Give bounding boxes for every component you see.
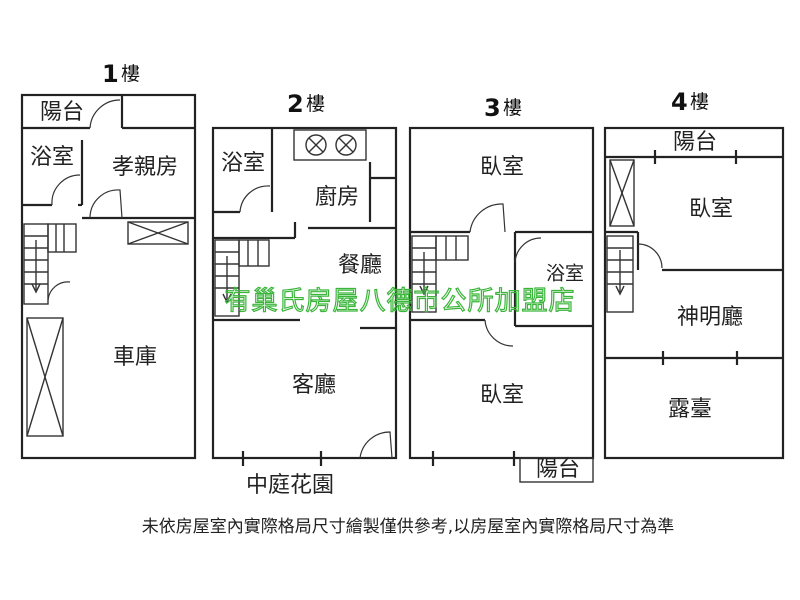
floor-word: 樓 <box>503 97 522 119</box>
door-swing <box>469 203 506 233</box>
door-swing <box>484 319 514 347</box>
floor-2-outline <box>211 126 398 460</box>
door-swing <box>89 99 121 129</box>
room-bedroom: 臥室 <box>689 197 733 222</box>
room-balcony: 陽台 <box>536 457 580 482</box>
door-swing <box>47 281 71 301</box>
floor-3-plan: 臥室 浴室 臥室 陽台 <box>408 126 595 483</box>
floor-2-plan: 浴室 廚房 餐廳 客廳 中庭花園 <box>211 126 398 498</box>
room-dining: 餐廳 <box>338 253 382 278</box>
door-swing <box>637 243 663 269</box>
room-living: 客廳 <box>292 373 336 398</box>
staircase <box>214 239 270 317</box>
room-courtyard-garden: 中庭花園 <box>246 473 334 498</box>
storage-box <box>26 317 64 437</box>
door-swing <box>51 174 81 206</box>
storage-box <box>609 159 635 227</box>
watermark-text: 有巢氏房屋八德市公所加盟店 <box>224 287 575 317</box>
door-swing <box>89 189 123 219</box>
room-balcony: 陽台 <box>40 100 84 125</box>
room-kitchen: 廚房 <box>315 185 359 210</box>
floor-3-outline <box>408 126 595 460</box>
room-bathroom: 浴室 <box>30 145 74 170</box>
floor-label-1: 1 樓 <box>102 60 140 88</box>
burner <box>305 134 327 156</box>
floor-4-plan: 陽台 臥室 神明廳 露臺 <box>603 126 785 460</box>
disclaimer-note: 未依房屋室內實際格局尺寸繪製僅供參考,以房屋室內實際格局尺寸為準 <box>142 517 674 537</box>
staircase <box>23 223 77 305</box>
door-swing <box>239 185 271 213</box>
staircase <box>606 235 634 313</box>
floor-word: 樓 <box>121 63 140 85</box>
room-bedroom: 臥室 <box>480 383 524 408</box>
room-garage: 車庫 <box>113 345 157 370</box>
room-bathroom: 浴室 <box>221 151 265 176</box>
stove <box>293 129 367 161</box>
floor-label-4: 4 樓 <box>671 88 709 116</box>
floor-number: 4 <box>671 88 688 116</box>
floor-4-outline <box>603 126 785 460</box>
floor-label-3: 3 樓 <box>484 94 522 122</box>
floor-number: 2 <box>287 90 304 118</box>
door-swing <box>359 431 393 459</box>
room-bathroom: 浴室 <box>546 263 584 285</box>
floor-1-plan: 陽台 浴室 孝親房 車庫 <box>20 93 197 460</box>
cabinet-mark <box>127 221 189 245</box>
balcony-box <box>519 457 594 483</box>
room-terrace: 露臺 <box>668 397 712 422</box>
room-shrine-hall: 神明廳 <box>677 305 743 330</box>
room-bedroom: 臥室 <box>480 155 524 180</box>
cabinet <box>127 221 189 245</box>
floor-number: 3 <box>484 94 501 122</box>
staircase <box>411 235 469 313</box>
floor-1-outline <box>20 93 197 460</box>
door-swing <box>514 237 542 263</box>
burner <box>335 134 357 156</box>
room-parents-bedroom: 孝親房 <box>112 155 178 180</box>
room-balcony: 陽台 <box>673 130 717 155</box>
floor-word: 樓 <box>690 91 709 113</box>
floor-label-2: 2 樓 <box>287 90 325 118</box>
floor-number: 1 <box>102 60 119 88</box>
floor-word: 樓 <box>306 93 325 115</box>
storage-mark <box>26 317 64 437</box>
